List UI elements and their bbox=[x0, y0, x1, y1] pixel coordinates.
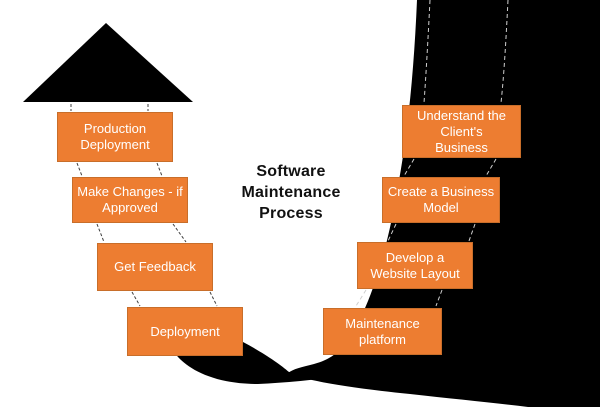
step-make-changes-if-approved: Make Changes - if Approved bbox=[72, 177, 188, 223]
leader-box5-box6-right bbox=[485, 158, 497, 177]
step-deployment: Deployment bbox=[127, 307, 243, 356]
leader-box5-box6-left bbox=[403, 158, 415, 177]
up-arrow-icon bbox=[23, 23, 193, 102]
step-maintenance-platform: Maintenance platform bbox=[323, 308, 442, 355]
leader-box2-box3-left bbox=[96, 223, 105, 243]
step-understand-clients-business: Understand the Client's Business bbox=[402, 105, 521, 158]
leader-box3-box4-left bbox=[131, 291, 141, 307]
leader-box1-box2-right bbox=[156, 162, 163, 177]
leader-lines-left bbox=[70, 104, 218, 307]
leader-top-to-box5-right bbox=[500, 0, 509, 104]
step-production-deployment: Production Deployment bbox=[57, 112, 173, 162]
leader-box7-box8-right bbox=[435, 289, 443, 307]
leader-box2-box3-right bbox=[172, 223, 187, 243]
leader-box6-box7-right bbox=[468, 223, 476, 242]
step-develop-website-layout: Develop a Website Layout bbox=[357, 242, 473, 289]
leader-top-to-box5-left bbox=[423, 0, 431, 104]
step-get-feedback: Get Feedback bbox=[97, 243, 213, 291]
leader-box1-box2-left bbox=[76, 162, 83, 177]
step-create-business-model: Create a Business Model bbox=[382, 177, 500, 223]
leader-box3-box4-right bbox=[209, 291, 218, 307]
diagram-title: Software Maintenance Process bbox=[241, 163, 341, 222]
band-left-swoosh bbox=[155, 316, 397, 384]
leader-box7-box8-left bbox=[355, 289, 367, 307]
leader-box6-box7-left bbox=[387, 223, 397, 242]
leader-lines-right bbox=[355, 0, 509, 307]
